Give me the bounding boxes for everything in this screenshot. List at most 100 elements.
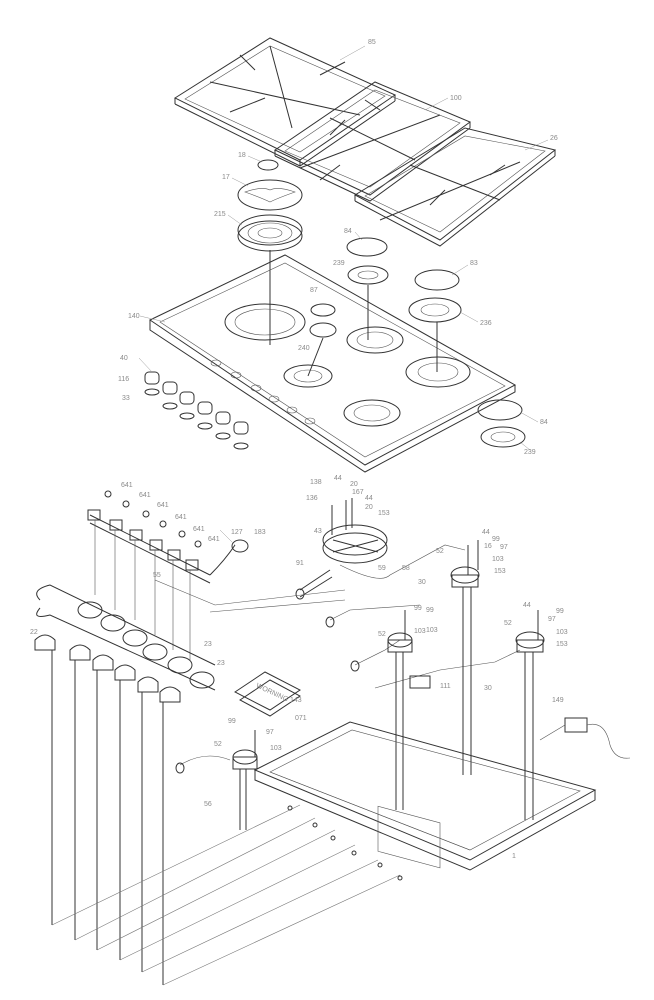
- label-top-d: 167: [352, 489, 364, 496]
- label-knob-b: 33: [122, 395, 130, 402]
- label-top-a: 138: [310, 479, 322, 486]
- valve-right-1: [450, 540, 480, 775]
- label-22: 22: [30, 629, 38, 636]
- gas-pipes: [154, 544, 521, 774]
- label-44a: 44: [482, 529, 490, 536]
- label-52c: 52: [378, 631, 386, 638]
- label-16: 16: [484, 543, 492, 550]
- label-99c: 99: [414, 605, 422, 612]
- label-grate-left: 85: [368, 39, 376, 46]
- label-tube-b: 99: [426, 607, 434, 614]
- label-cap-center: 87: [310, 287, 318, 294]
- thermocouple-clips: [34, 634, 181, 985]
- cap-small: [257, 159, 279, 171]
- label-screw-2: 641: [139, 492, 151, 499]
- label-99d: 99: [228, 718, 236, 725]
- valve-right-2: [387, 610, 413, 810]
- label-cap-right: 83: [470, 260, 478, 267]
- label-99b: 99: [556, 608, 564, 615]
- thermocouple-wires: [51, 804, 401, 986]
- label-cap-large: 17: [222, 174, 230, 181]
- label-screw-5: 641: [193, 526, 205, 533]
- label-97b: 97: [548, 616, 556, 623]
- burner-rear: [346, 237, 389, 340]
- label-56: 56: [204, 801, 212, 808]
- label-103d: 103: [270, 745, 282, 752]
- valve-left-lower: [232, 730, 258, 830]
- label-30b: 30: [484, 685, 492, 692]
- bottom-tray: [253, 721, 597, 871]
- label-cap-small: 18: [238, 152, 246, 159]
- label-screw-1: 641: [121, 482, 133, 489]
- valve-block: [36, 584, 216, 691]
- label-top-e: 44: [365, 495, 373, 502]
- label-burner-rear: 239: [333, 260, 345, 267]
- wok-burner: [322, 498, 388, 564]
- cap-large: [237, 179, 303, 211]
- top-plate: [148, 254, 517, 473]
- label-pipe-a: 91: [296, 560, 304, 567]
- grate-left: [173, 37, 397, 167]
- label-screw-4: 641: [175, 514, 187, 521]
- label-top-c: 20: [350, 481, 358, 488]
- label-103b: 103: [556, 629, 568, 636]
- label-pipe-b: 59: [378, 565, 386, 572]
- label-screw-6: 641: [208, 536, 220, 543]
- label-cap-front-right: 84: [540, 419, 548, 426]
- label-fitting: 127: [231, 529, 243, 536]
- label-103a: 103: [492, 556, 504, 563]
- gas-rail: [87, 509, 249, 660]
- knobs: [144, 371, 249, 450]
- label-rail: 55: [153, 572, 161, 579]
- label-screw-3: 641: [157, 502, 169, 509]
- tray-screws: [287, 805, 403, 881]
- grate-right: [353, 127, 557, 247]
- junction-box: [409, 675, 431, 689]
- label-burner-center: 240: [298, 345, 310, 352]
- warning-plate-text: WORNING: [255, 683, 289, 704]
- burner-center: [307, 303, 337, 377]
- valve-right-3: [515, 610, 545, 820]
- label-1: 1: [512, 853, 516, 860]
- label-cap-rear: 84: [344, 228, 352, 235]
- warning-plate: WORNING: [234, 671, 301, 717]
- ignition-module: [539, 717, 631, 759]
- label-52a: 52: [436, 548, 444, 555]
- label-top-h: 136: [306, 495, 318, 502]
- screws-row: [104, 490, 202, 548]
- label-103c: 103: [414, 628, 426, 635]
- label-23b: 23: [217, 660, 225, 667]
- label-44b: 44: [523, 602, 531, 609]
- label-153: 153: [494, 568, 506, 575]
- label-top-plate: 140: [128, 313, 140, 320]
- label-knob-a: 116: [118, 376, 129, 383]
- label-burner-right: 236: [480, 320, 492, 327]
- label-58: 58: [402, 565, 410, 572]
- burner-front-right: [477, 399, 526, 448]
- label-tube-c: 103: [426, 627, 438, 634]
- label-153b: 153: [556, 641, 568, 648]
- label-97: 97: [500, 544, 508, 551]
- label-top-f: 20: [365, 504, 373, 511]
- label-52d: 52: [214, 741, 222, 748]
- label-149: 149: [552, 697, 564, 704]
- label-grate-mid: 100: [450, 95, 462, 102]
- label-111: 111: [440, 683, 451, 690]
- label-top-b: 44: [334, 475, 342, 482]
- label-top-g: 153: [378, 510, 390, 517]
- label-tube-a: 30: [418, 579, 426, 586]
- label-23: 23: [204, 641, 212, 648]
- label-52b: 52: [504, 620, 512, 627]
- label-wok: 43: [314, 528, 322, 535]
- label-97d: 97: [266, 729, 274, 736]
- burner-ring: [237, 214, 303, 252]
- label-elbow: 183: [254, 529, 266, 536]
- label-071: 071: [295, 715, 307, 722]
- label-burner-front-right: 239: [524, 449, 536, 456]
- label-99a: 99: [492, 536, 500, 543]
- burner-right: [408, 269, 462, 372]
- label-burner-ring: 215: [214, 211, 226, 218]
- label-grate-right: 26: [550, 135, 558, 142]
- leader-lines: [138, 45, 549, 546]
